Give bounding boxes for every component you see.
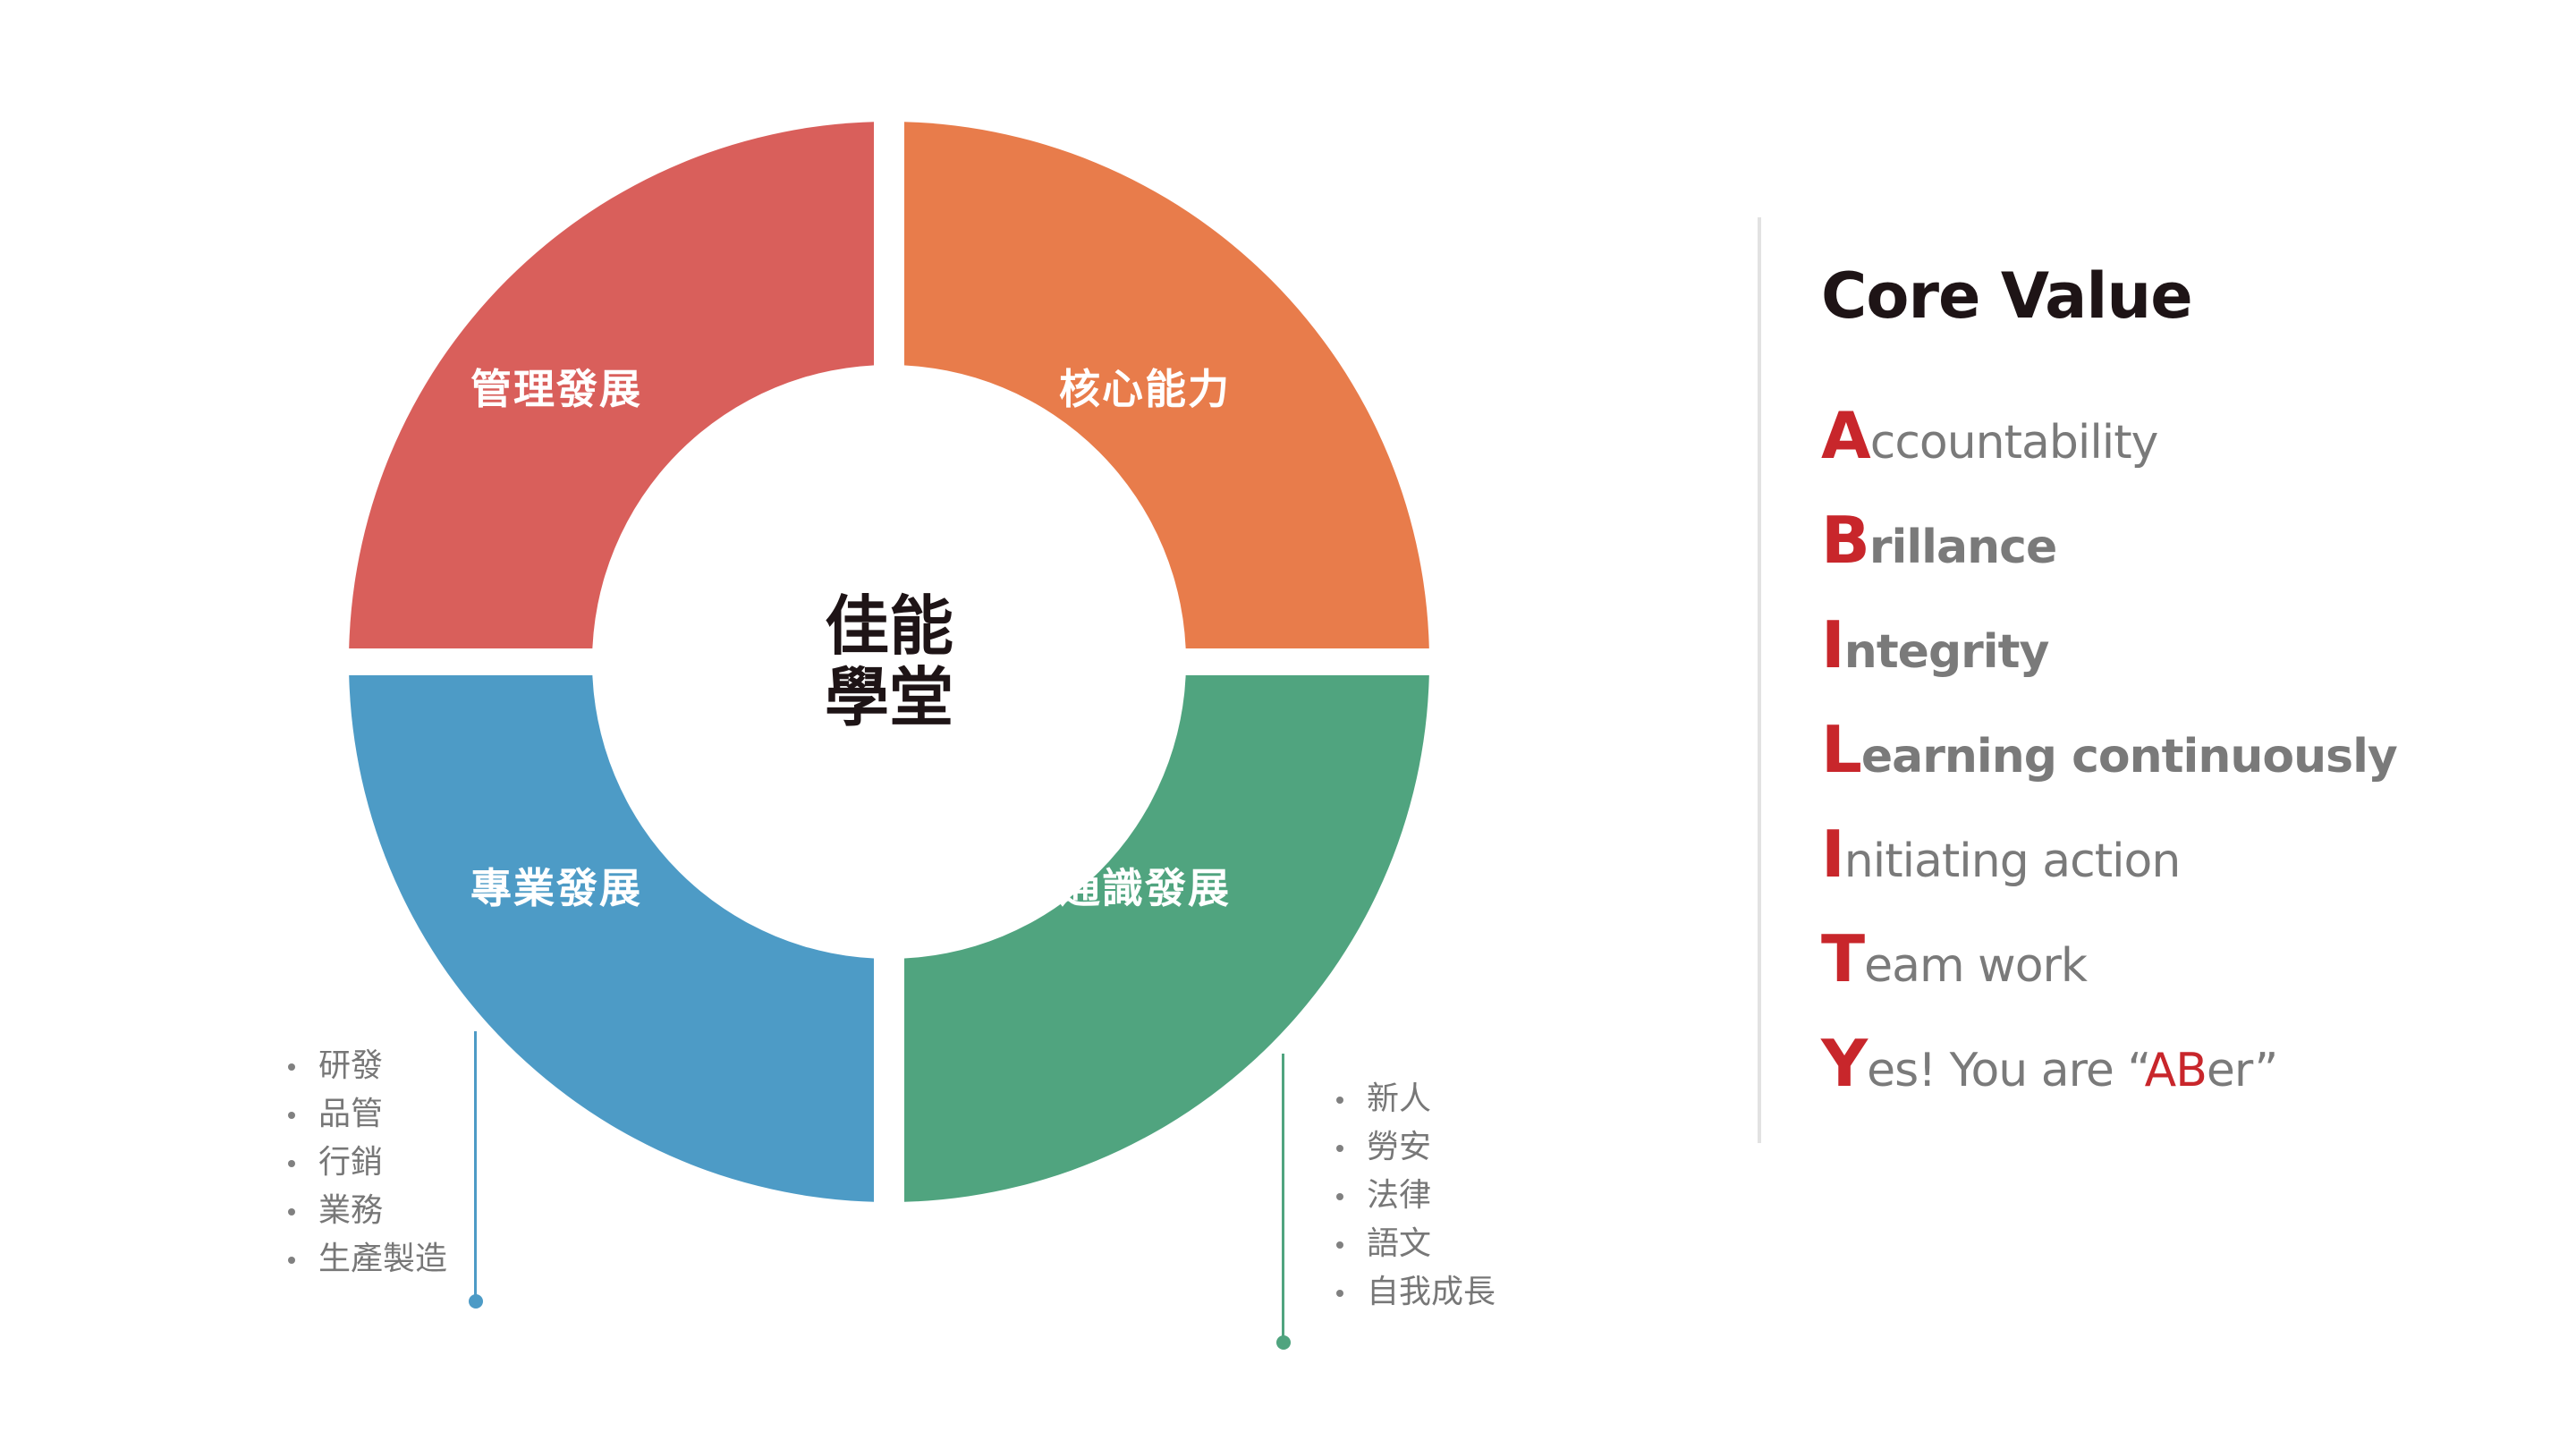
value-text: er” — [2206, 1044, 2278, 1097]
value-initial: T — [1821, 921, 1865, 996]
list-item: 新人 — [1333, 1075, 1496, 1123]
quadrant-label-management: 管理發展 — [470, 365, 642, 413]
center-title: 佳能 學堂 — [825, 590, 953, 733]
vertical-divider — [1758, 217, 1761, 1143]
list-item: 業務 — [284, 1187, 447, 1235]
professional-topics-list: 研發 品管 行銷 業務 生產製造 — [284, 1042, 447, 1283]
value-initial: A — [1821, 398, 1871, 473]
quadrant-label-core-competency: 核心能力 — [1059, 365, 1231, 413]
list-item: 生產製造 — [284, 1235, 447, 1283]
core-value-integrity: Integrity — [1821, 607, 2397, 712]
quadrant-management[interactable] — [349, 122, 1429, 1202]
core-value-teamwork: Team work — [1821, 921, 2397, 1026]
core-value-list: Accountability Brillance Integrity Learn… — [1821, 398, 2398, 1131]
value-text: eam work — [1864, 939, 2088, 993]
core-value-brillance: Brillance — [1821, 503, 2397, 607]
list-item: 法律 — [1333, 1172, 1496, 1220]
value-text: es! You are “ — [1867, 1044, 2145, 1097]
general-connector-dot — [1276, 1335, 1291, 1350]
value-initial: B — [1821, 503, 1870, 578]
quadrant-core-competency[interactable] — [349, 122, 1429, 1202]
quadrant-professional[interactable] — [349, 122, 1429, 1202]
value-text-accent: AB — [2144, 1044, 2207, 1097]
core-value-learning: Learning continuously — [1821, 712, 2398, 817]
general-topics-list: 新人 勞安 法律 語文 自我成長 — [1333, 1075, 1496, 1317]
value-text: ccountability — [1869, 416, 2159, 470]
general-connector-line — [1282, 1054, 1284, 1342]
list-item: 品管 — [284, 1090, 447, 1139]
list-item: 語文 — [1333, 1220, 1496, 1268]
quadrant-label-general: 通識發展 — [1059, 864, 1231, 912]
list-item: 勞安 — [1333, 1123, 1496, 1172]
core-value-title: Core Value — [1821, 259, 2193, 333]
quadrant-label-professional: 專業發展 — [470, 864, 642, 912]
value-initial: I — [1821, 817, 1845, 892]
professional-connector-dot — [469, 1294, 483, 1309]
value-text: ntegrity — [1843, 625, 2050, 679]
center-title-line2: 學堂 — [824, 660, 954, 735]
value-initial: I — [1821, 607, 1845, 682]
center-title-line1: 佳能 — [824, 589, 954, 664]
value-initial: Y — [1821, 1026, 1868, 1101]
list-item: 研發 — [284, 1042, 447, 1090]
list-item: 行銷 — [284, 1139, 447, 1187]
professional-connector-line — [474, 1031, 477, 1304]
value-text: earning continuously — [1860, 730, 2398, 784]
value-text: rillance — [1868, 521, 2057, 574]
quadrant-general[interactable] — [349, 122, 1429, 1202]
value-initial: L — [1821, 712, 1862, 787]
value-text: nitiating action — [1843, 834, 2181, 888]
core-value-accountability: Accountability — [1821, 398, 2397, 503]
core-value-initiating: Initiating action — [1821, 817, 2397, 921]
core-value-yes: Yes! You are “ABer” — [1821, 1026, 2397, 1131]
list-item: 自我成長 — [1333, 1268, 1496, 1317]
